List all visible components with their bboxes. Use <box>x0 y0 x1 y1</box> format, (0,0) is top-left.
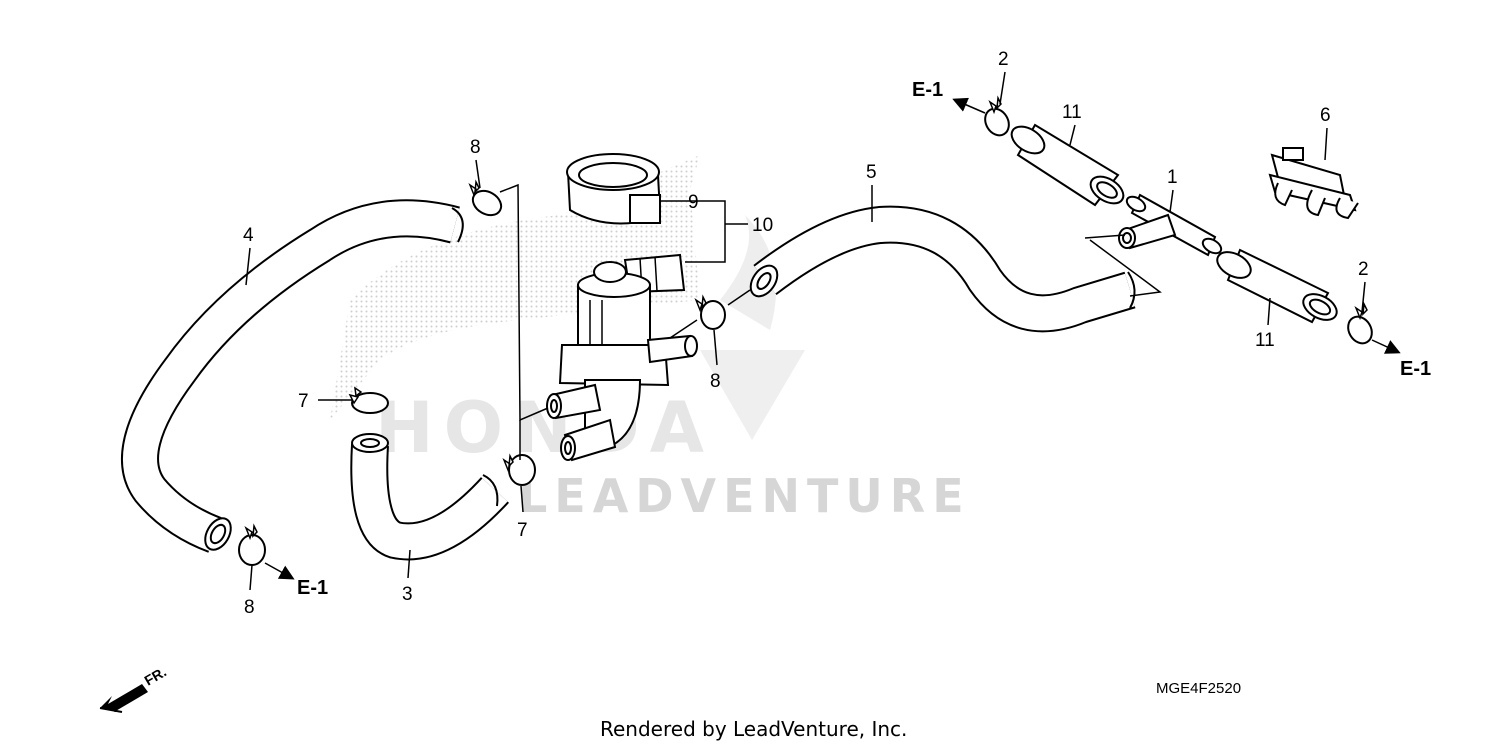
front-direction-marker: FR. <box>99 663 170 713</box>
callout-8-top: 8 <box>470 137 481 158</box>
watermark-brand-text: HONDA <box>375 387 714 469</box>
hose-3 <box>350 433 510 561</box>
callout-8-bottom: 8 <box>244 597 255 618</box>
callout-2-bottom: 2 <box>1358 259 1369 280</box>
callout-8-mid: 8 <box>710 371 721 392</box>
valve-bracket-9 <box>566 153 662 225</box>
callout-11-top: 11 <box>1062 102 1082 123</box>
section-refs: E-1 E-1 E-1 <box>297 79 1431 599</box>
callout-1: 1 <box>1167 167 1178 188</box>
leader-lines <box>245 71 1366 591</box>
callout-9: 9 <box>688 192 699 213</box>
callout-5: 5 <box>866 162 877 183</box>
callout-3: 3 <box>402 584 413 605</box>
hose-5 <box>749 205 1136 333</box>
clamp-8-mid <box>694 294 726 330</box>
callout-2-top: 2 <box>998 49 1009 70</box>
clamp-2-bottom <box>1347 301 1373 345</box>
clamp-8-top <box>468 179 503 217</box>
watermark-text: LEADVENTURE <box>518 469 971 523</box>
clamp-7-right <box>502 453 536 486</box>
callout-4: 4 <box>243 225 254 246</box>
callout-7-right: 7 <box>517 520 528 541</box>
hose-4 <box>121 199 464 553</box>
ref-e1-left: E-1 <box>297 577 328 599</box>
e1-arrows <box>264 97 1401 580</box>
callout-11-bottom: 11 <box>1255 330 1275 351</box>
diagram-code: MGE4F2520 <box>1156 680 1241 697</box>
clamp-2-top <box>984 95 1010 137</box>
callout-10: 10 <box>752 215 773 236</box>
air-suction-valve <box>546 153 698 462</box>
clamp-7-left <box>348 386 389 414</box>
callouts: 1 2 2 3 4 5 6 7 7 8 8 8 9 10 11 11 <box>243 49 1369 618</box>
hose-11-upper <box>1010 123 1125 207</box>
hose-11-lower <box>1216 248 1338 324</box>
footer-credit: Rendered by LeadVenture, Inc. <box>600 717 907 741</box>
holder-6 <box>1268 147 1359 220</box>
clamp-8-bottom <box>238 523 266 566</box>
callout-6: 6 <box>1320 105 1331 126</box>
front-marker-label: FR. <box>142 663 170 688</box>
ref-e1-right: E-1 <box>1400 358 1431 380</box>
callout-7-left: 7 <box>298 391 309 412</box>
ref-e1-top: E-1 <box>912 79 943 101</box>
